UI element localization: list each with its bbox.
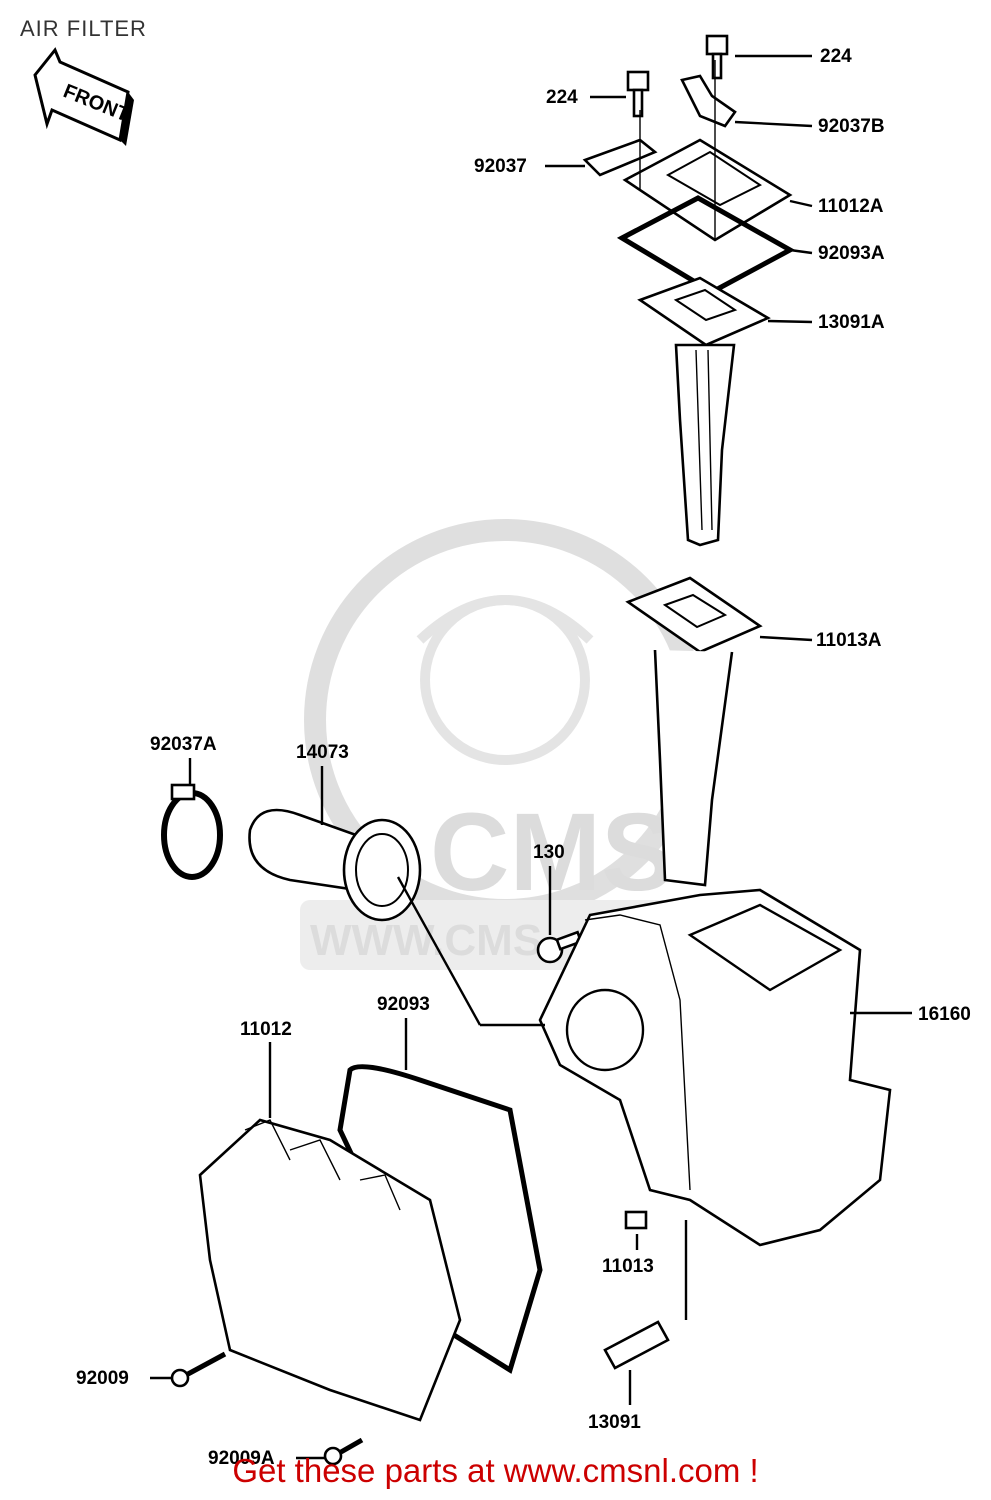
boot-11013a — [625, 576, 763, 887]
label-130: 130 — [533, 842, 565, 863]
label-14073: 14073 — [296, 742, 349, 763]
cms-watermark: CMS WWW.CMS — [300, 519, 720, 970]
bolt-224-left — [626, 70, 650, 118]
label-11012a: 11012A — [818, 196, 884, 217]
screw-92009a — [323, 1437, 364, 1466]
label-13091a: 13091A — [818, 312, 885, 333]
label-13091: 13091 — [588, 1412, 641, 1433]
bolt-130 — [536, 930, 583, 964]
diagram-title: AIR FILTER — [20, 16, 147, 41]
clamp-92037b — [680, 74, 737, 128]
footer-link-text[interactable]: Get these parts at www.cmsnl.com ! — [232, 1452, 759, 1489]
watermark-url: WWW.CMS — [310, 916, 542, 965]
label-92009a: 92009A — [208, 1448, 275, 1469]
housing-16160 — [538, 888, 892, 1247]
label-92037: 92037 — [474, 156, 527, 177]
duct-13091a — [637, 276, 771, 547]
duct-13091 — [603, 1320, 670, 1370]
screw-92009 — [170, 1351, 227, 1388]
label-92037a: 92037A — [150, 734, 217, 755]
plate-92037 — [582, 138, 658, 177]
label-92093: 92093 — [377, 994, 430, 1015]
label-92037b: 92037B — [818, 116, 885, 137]
cap-11013 — [624, 1210, 648, 1230]
gasket-92093 — [337, 1064, 543, 1374]
label-224-right: 224 — [820, 46, 852, 67]
label-11012: 11012 — [240, 1019, 292, 1040]
front-arrow-icon: FRONT — [33, 47, 134, 146]
bolt-224-right — [705, 34, 729, 80]
label-16160: 16160 — [918, 1004, 971, 1025]
label-224-left: 224 — [546, 87, 578, 108]
hose-14073 — [248, 808, 422, 922]
cover-11012 — [198, 1118, 462, 1422]
watermark-brand: CMS — [430, 791, 674, 914]
label-11013a: 11013A — [816, 630, 882, 651]
label-92009: 92009 — [76, 1368, 129, 1389]
label-11013: 11013 — [602, 1256, 654, 1277]
label-92093a: 92093A — [818, 243, 885, 264]
clamp-92037a — [161, 783, 223, 880]
cover-11012a — [622, 60, 793, 242]
leader-lines — [150, 54, 912, 1460]
